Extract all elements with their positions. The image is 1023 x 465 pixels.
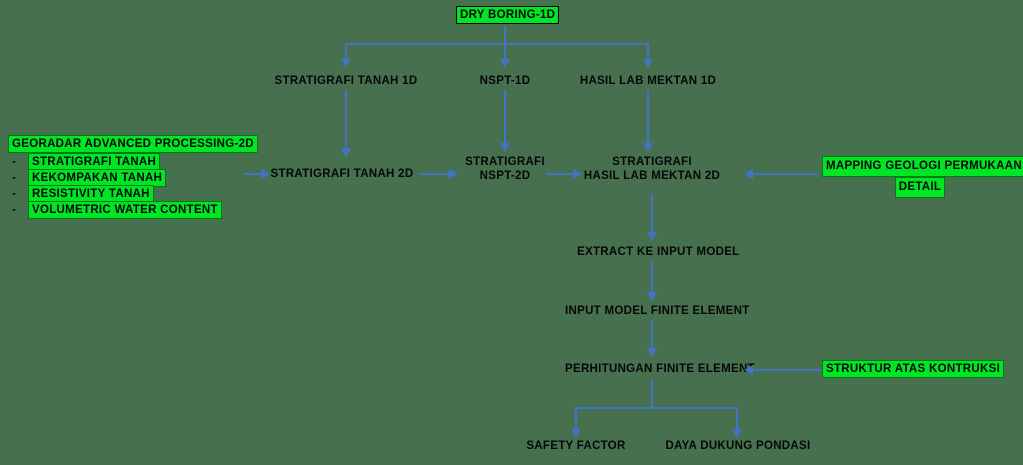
node-stratigrafi-nspt-2d: STRATIGRAFI NSPT-2D — [457, 155, 553, 183]
node-perhitungan-finite-element: PERHITUNGAN FINITE ELEMENT — [565, 363, 755, 375]
connector-line — [651, 321, 653, 348]
node-line2: HASIL LAB MEKTAN 2D — [583, 170, 721, 182]
connector-line — [753, 173, 818, 175]
connector-line — [575, 409, 577, 429]
node-stratigrafi-hasil-lab-2d: STRATIGRAFI HASIL LAB MEKTAN 2D — [577, 155, 727, 183]
node-daya-dukung-pondasi: DAYA DUKUNG PONDASI — [665, 440, 811, 452]
georadar-item-label: STRATIGRAFI TANAH — [28, 153, 161, 171]
node-input-model-finite-element: INPUT MODEL FINITE ELEMENT — [565, 305, 750, 317]
node-safety-factor: SAFETY FACTOR — [526, 440, 626, 452]
node-nspt-1d: NSPT-1D — [479, 75, 531, 87]
node-line2: DETAIL — [894, 177, 946, 198]
connector-line — [651, 194, 653, 232]
georadar-item: -KEKOMPAKAN TANAH — [12, 169, 167, 187]
georadar-item-label: VOLUMETRIC WATER CONTENT — [28, 201, 222, 219]
arrowhead-down-icon — [732, 429, 742, 438]
connector-line — [647, 90, 649, 143]
connector-line — [504, 26, 506, 43]
node-line2: NSPT-2D — [479, 170, 531, 182]
node-extract-ke-input-model: EXTRACT KE INPUT MODEL — [577, 246, 740, 258]
arrowhead-down-icon — [500, 143, 510, 152]
georadar-title-label: GEORADAR ADVANCED PROCESSING-2D — [8, 135, 258, 153]
connector-line — [419, 173, 449, 175]
node-line1: MAPPING GEOLOGI PERMUKAAN — [822, 156, 1023, 177]
node-hasil-lab-mektan-1d: HASIL LAB MEKTAN 1D — [579, 75, 717, 87]
georadar-item: -STRATIGRAFI TANAH — [12, 153, 161, 171]
connector-line — [504, 90, 506, 143]
arrowhead-down-icon — [571, 429, 581, 438]
connector-line — [647, 45, 649, 59]
connector-line — [345, 43, 649, 45]
node-dry-boring-label: DRY BORING-1D — [456, 6, 560, 24]
arrowhead-down-icon — [500, 59, 510, 68]
node-stratigrafi-tanah-2d: STRATIGRAFI TANAH 2D — [270, 168, 414, 180]
node-stratigrafi-tanah-1d: STRATIGRAFI TANAH 1D — [274, 75, 418, 87]
arrowhead-down-icon — [643, 143, 653, 152]
connector-line — [736, 409, 738, 429]
connector-line — [546, 173, 573, 175]
arrowhead-down-icon — [647, 348, 657, 357]
node-line1: STRATIGRAFI — [612, 156, 692, 168]
arrowhead-down-icon — [341, 148, 351, 157]
bullet-dash: - — [12, 204, 17, 216]
connector-line — [651, 379, 653, 408]
arrowhead-down-icon — [647, 232, 657, 241]
georadar-item-label: KEKOMPAKAN TANAH — [28, 169, 167, 187]
georadar-item: -VOLUMETRIC WATER CONTENT — [12, 201, 222, 219]
node-line1: STRATIGRAFI — [465, 156, 545, 168]
georadar-block-title: GEORADAR ADVANCED PROCESSING-2D — [8, 135, 258, 153]
node-dry-boring: DRY BORING-1D — [456, 6, 560, 24]
arrowhead-right-icon — [573, 169, 582, 179]
node-mapping-geologi: MAPPING GEOLOGI PERMUKAAN DETAIL — [822, 156, 1023, 198]
connector-line — [345, 45, 347, 59]
bullet-dash: - — [12, 188, 17, 200]
connector-line — [651, 262, 653, 292]
bullet-dash: - — [12, 156, 17, 168]
arrowhead-left-icon — [744, 365, 753, 375]
arrowhead-right-icon — [261, 169, 270, 179]
connector-line — [345, 90, 347, 148]
connector-line — [244, 173, 261, 175]
bullet-dash: - — [12, 172, 17, 184]
arrowhead-down-icon — [341, 59, 351, 68]
arrowhead-right-icon — [449, 169, 458, 179]
connector-line — [753, 369, 835, 371]
arrowhead-down-icon — [643, 59, 653, 68]
connector-line — [575, 407, 738, 409]
node-struktur-label: STRUKTUR ATAS KONTRUKSI — [822, 360, 1005, 378]
arrowhead-down-icon — [647, 292, 657, 301]
connector-line — [504, 45, 506, 59]
arrowhead-left-icon — [744, 169, 753, 179]
node-struktur-atas-kontruksi: STRUKTUR ATAS KONTRUKSI — [822, 360, 1005, 378]
